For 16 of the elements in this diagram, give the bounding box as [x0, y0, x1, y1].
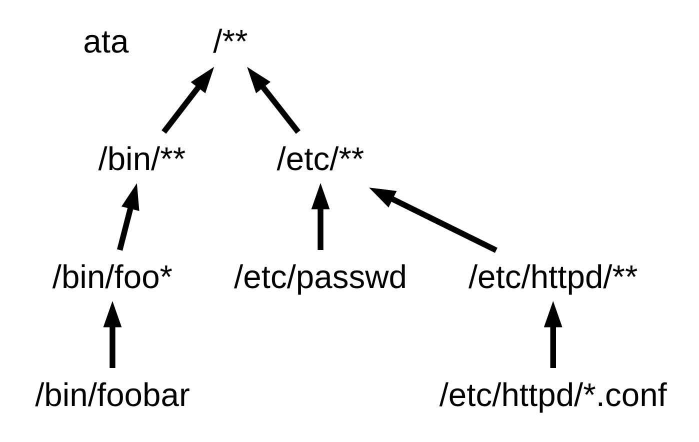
arrow	[161, 66, 214, 134]
node-text: /bin/foobar	[34, 376, 190, 414]
node-text: /etc/**	[276, 140, 364, 178]
node-text: /**	[212, 22, 248, 60]
node-text: /bin/foo*	[52, 258, 172, 296]
node-text: /etc/passwd	[234, 258, 406, 296]
arrow	[368, 188, 497, 253]
label: ata	[82, 22, 128, 60]
node-text: /etc/httpd/*.conf	[438, 376, 666, 414]
arrow	[102, 300, 122, 368]
node-text: /bin/**	[98, 140, 186, 178]
arrow	[246, 66, 300, 134]
arrow	[310, 183, 330, 250]
arrow	[543, 300, 562, 368]
arrow	[116, 183, 139, 251]
node-text: /etc/httpd/**	[468, 258, 638, 296]
